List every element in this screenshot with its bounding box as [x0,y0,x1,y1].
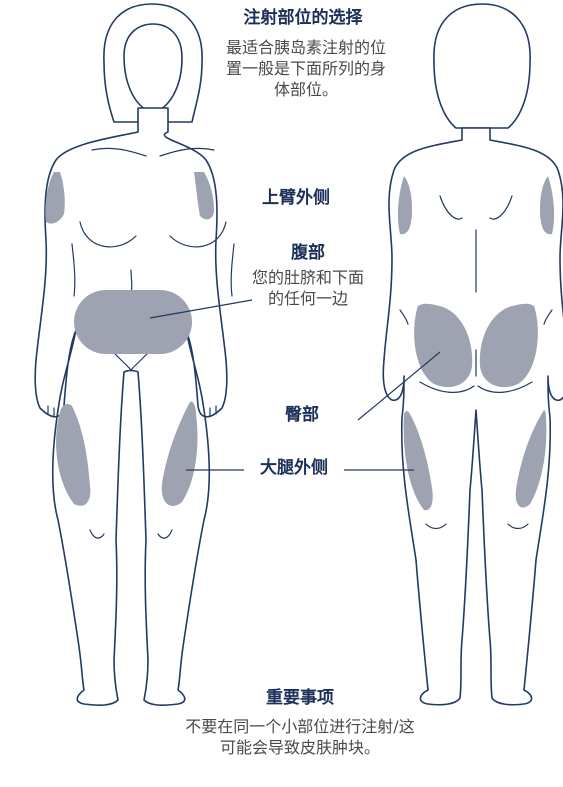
important-heading: 重要事项 [236,688,364,709]
abdomen-label: 腹部 [268,243,348,264]
important-text: 不要在同一个小部位进行注射/这可能会导致皮肤肿块。 [184,717,416,759]
thigh-label: 大腿外侧 [244,458,344,479]
front-abdomen-site [74,290,192,354]
abdomen-note: 您的肚脐和下面的任何一边 [252,268,364,310]
upper-arm-label: 上臂外侧 [246,188,346,209]
front-figure [35,4,234,705]
buttocks-label: 臀部 [262,405,342,426]
intro-text: 最适合胰岛素注射的位置一般是下面所列的身体部位。 [226,38,386,100]
page-title: 注射部位的选择 [218,8,388,29]
back-head [434,4,530,128]
back-figure [383,4,563,705]
